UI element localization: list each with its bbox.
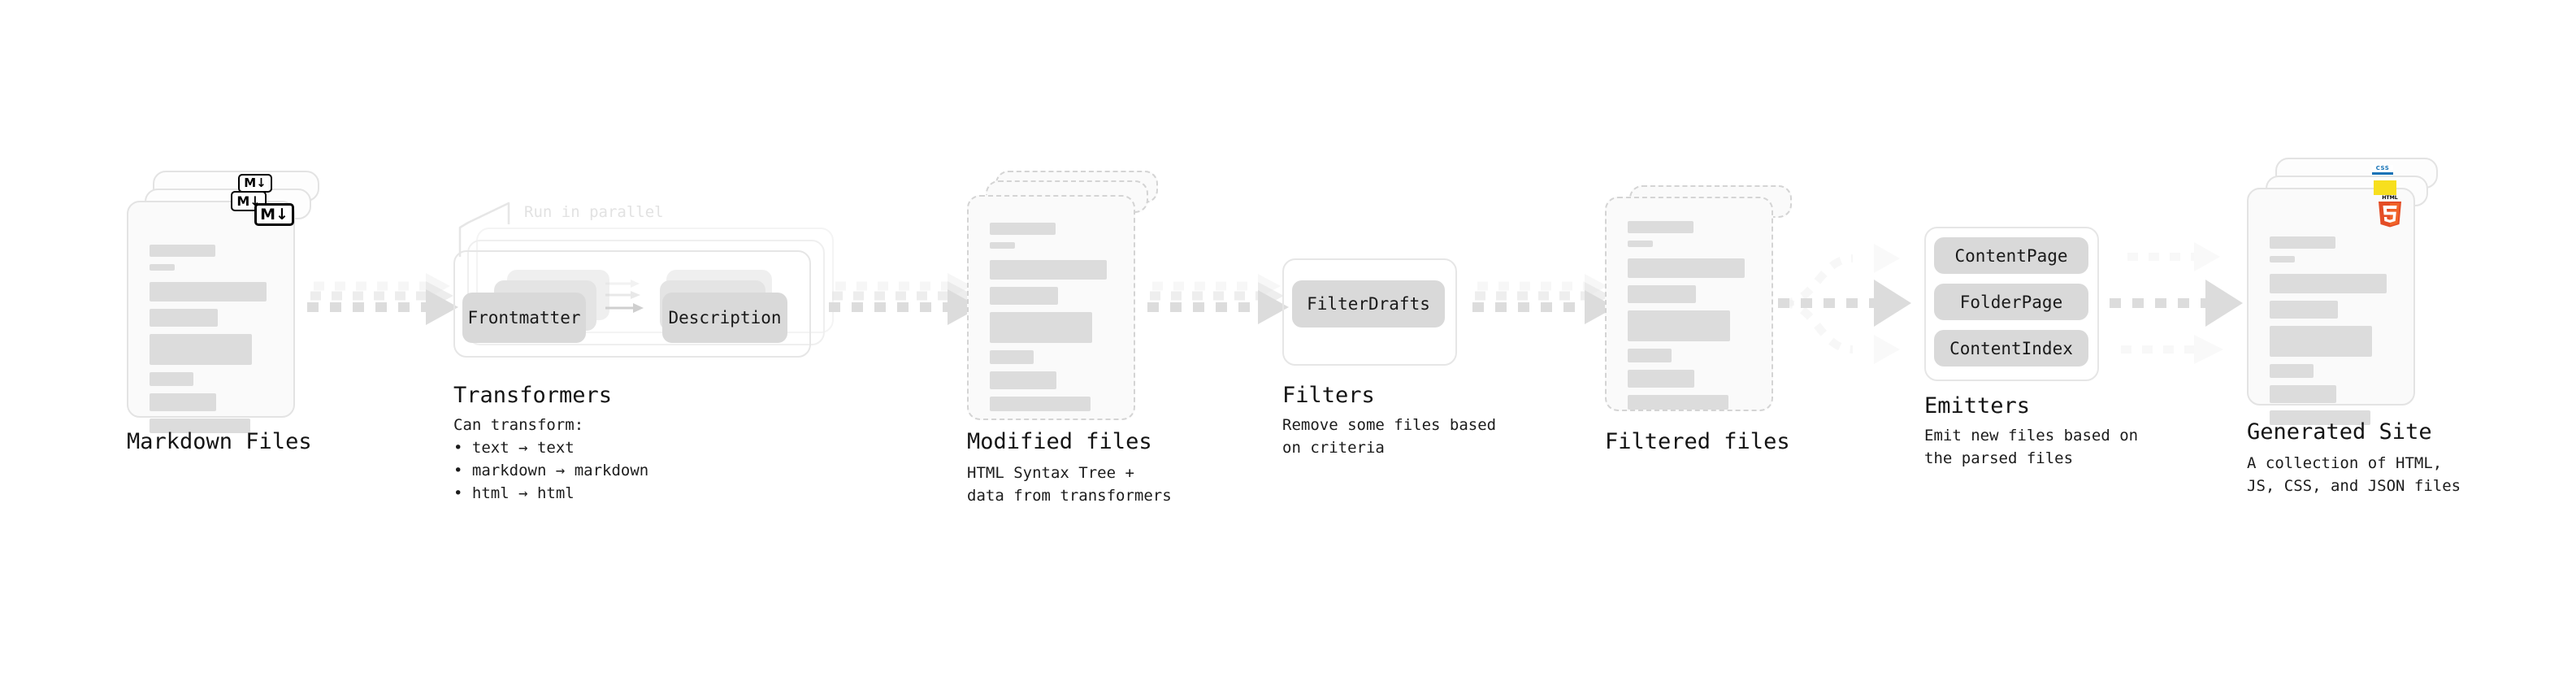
css-badge-icon: CSS bbox=[2372, 165, 2393, 175]
emitters-subtitle: Emit new files based on the parsed files bbox=[1924, 427, 2139, 467]
emitter-pill-label: ContentIndex bbox=[1949, 338, 2073, 358]
markdown-badge-back-1: M↓ bbox=[231, 191, 267, 211]
generated-site-title: Generated Site bbox=[2247, 419, 2432, 445]
css-badge-label: CSS bbox=[2375, 165, 2390, 171]
filtered-card-placeholder-lines bbox=[1628, 221, 1754, 417]
markdown-card-placeholder-lines bbox=[150, 245, 275, 440]
transformer-pill-description[interactable]: Description bbox=[662, 293, 787, 343]
emitter-pill-label: FolderPage bbox=[1959, 292, 2063, 312]
markdown-badge-front: M↓ bbox=[254, 203, 294, 226]
site-card-placeholder-lines bbox=[2270, 236, 2396, 432]
transformers-inner-arrows bbox=[605, 280, 644, 313]
svg-text:HTML: HTML bbox=[2382, 195, 2398, 201]
emitter-pill-folderpage[interactable]: FolderPage bbox=[1934, 284, 2088, 320]
markdown-card-front bbox=[127, 201, 295, 433]
transformer-pill-label: Frontmatter bbox=[467, 308, 581, 327]
markdown-badge-text: M↓ bbox=[244, 176, 267, 190]
arrow-emitters-to-site bbox=[2110, 242, 2243, 364]
filters-box bbox=[1282, 258, 1457, 366]
markdown-badge-back-2: M↓ bbox=[238, 174, 272, 193]
modified-card-placeholder-lines bbox=[990, 223, 1116, 419]
run-in-parallel-bracket bbox=[458, 202, 510, 257]
transformer-pill-label: Description bbox=[668, 308, 782, 327]
arrow-markdown-to-transformers bbox=[307, 273, 458, 325]
transformers-box-back-2 bbox=[476, 228, 834, 333]
modified-card-front bbox=[967, 195, 1135, 420]
arrow-filters-to-filtered bbox=[1472, 274, 1615, 324]
filter-pill-label: FilterDrafts bbox=[1307, 294, 1430, 314]
filter-pill-filterdrafts[interactable]: FilterDrafts bbox=[1292, 280, 1445, 327]
arrow-transformers-to-modified bbox=[829, 273, 980, 325]
markdown-badge-text: M↓ bbox=[260, 205, 288, 223]
filters-title: Filters bbox=[1282, 383, 1375, 408]
site-card-front bbox=[2247, 188, 2415, 425]
generated-site-subtitle: A collection of HTML, JS, CSS, and JSON … bbox=[2247, 454, 2461, 495]
emitters-title: Emitters bbox=[1924, 393, 2031, 419]
modified-files-title: Modified files bbox=[967, 429, 1152, 454]
filtered-card-front bbox=[1605, 197, 1773, 411]
emitter-pill-contentpage[interactable]: ContentPage bbox=[1934, 237, 2088, 274]
arrow-filtered-to-emitters-fan bbox=[1778, 244, 1911, 364]
transformers-subtitle: Can transform: • text → text • markdown … bbox=[453, 416, 649, 502]
filters-subtitle: Remove some files based on criteria bbox=[1282, 416, 1497, 457]
markdown-files-title: Markdown Files bbox=[127, 429, 312, 454]
js-badge-icon bbox=[2374, 180, 2396, 195]
modified-files-subtitle: HTML Syntax Tree + data from transformer… bbox=[967, 464, 1172, 505]
transformers-box-front bbox=[453, 250, 811, 358]
filtered-files-title: Filtered files bbox=[1605, 429, 1790, 454]
emitters-box bbox=[1924, 227, 2099, 381]
html5-badge-icon: HTML bbox=[2379, 195, 2401, 228]
run-in-parallel-label: Run in parallel bbox=[524, 203, 664, 221]
emitter-pill-label: ContentPage bbox=[1954, 245, 2068, 266]
transformers-title: Transformers bbox=[453, 383, 613, 408]
emitter-pill-contentindex[interactable]: ContentIndex bbox=[1934, 330, 2088, 367]
arrow-modified-to-filters bbox=[1147, 274, 1289, 324]
css-badge-bar bbox=[2372, 172, 2393, 175]
transformer-pill-frontmatter[interactable]: Frontmatter bbox=[462, 293, 586, 343]
